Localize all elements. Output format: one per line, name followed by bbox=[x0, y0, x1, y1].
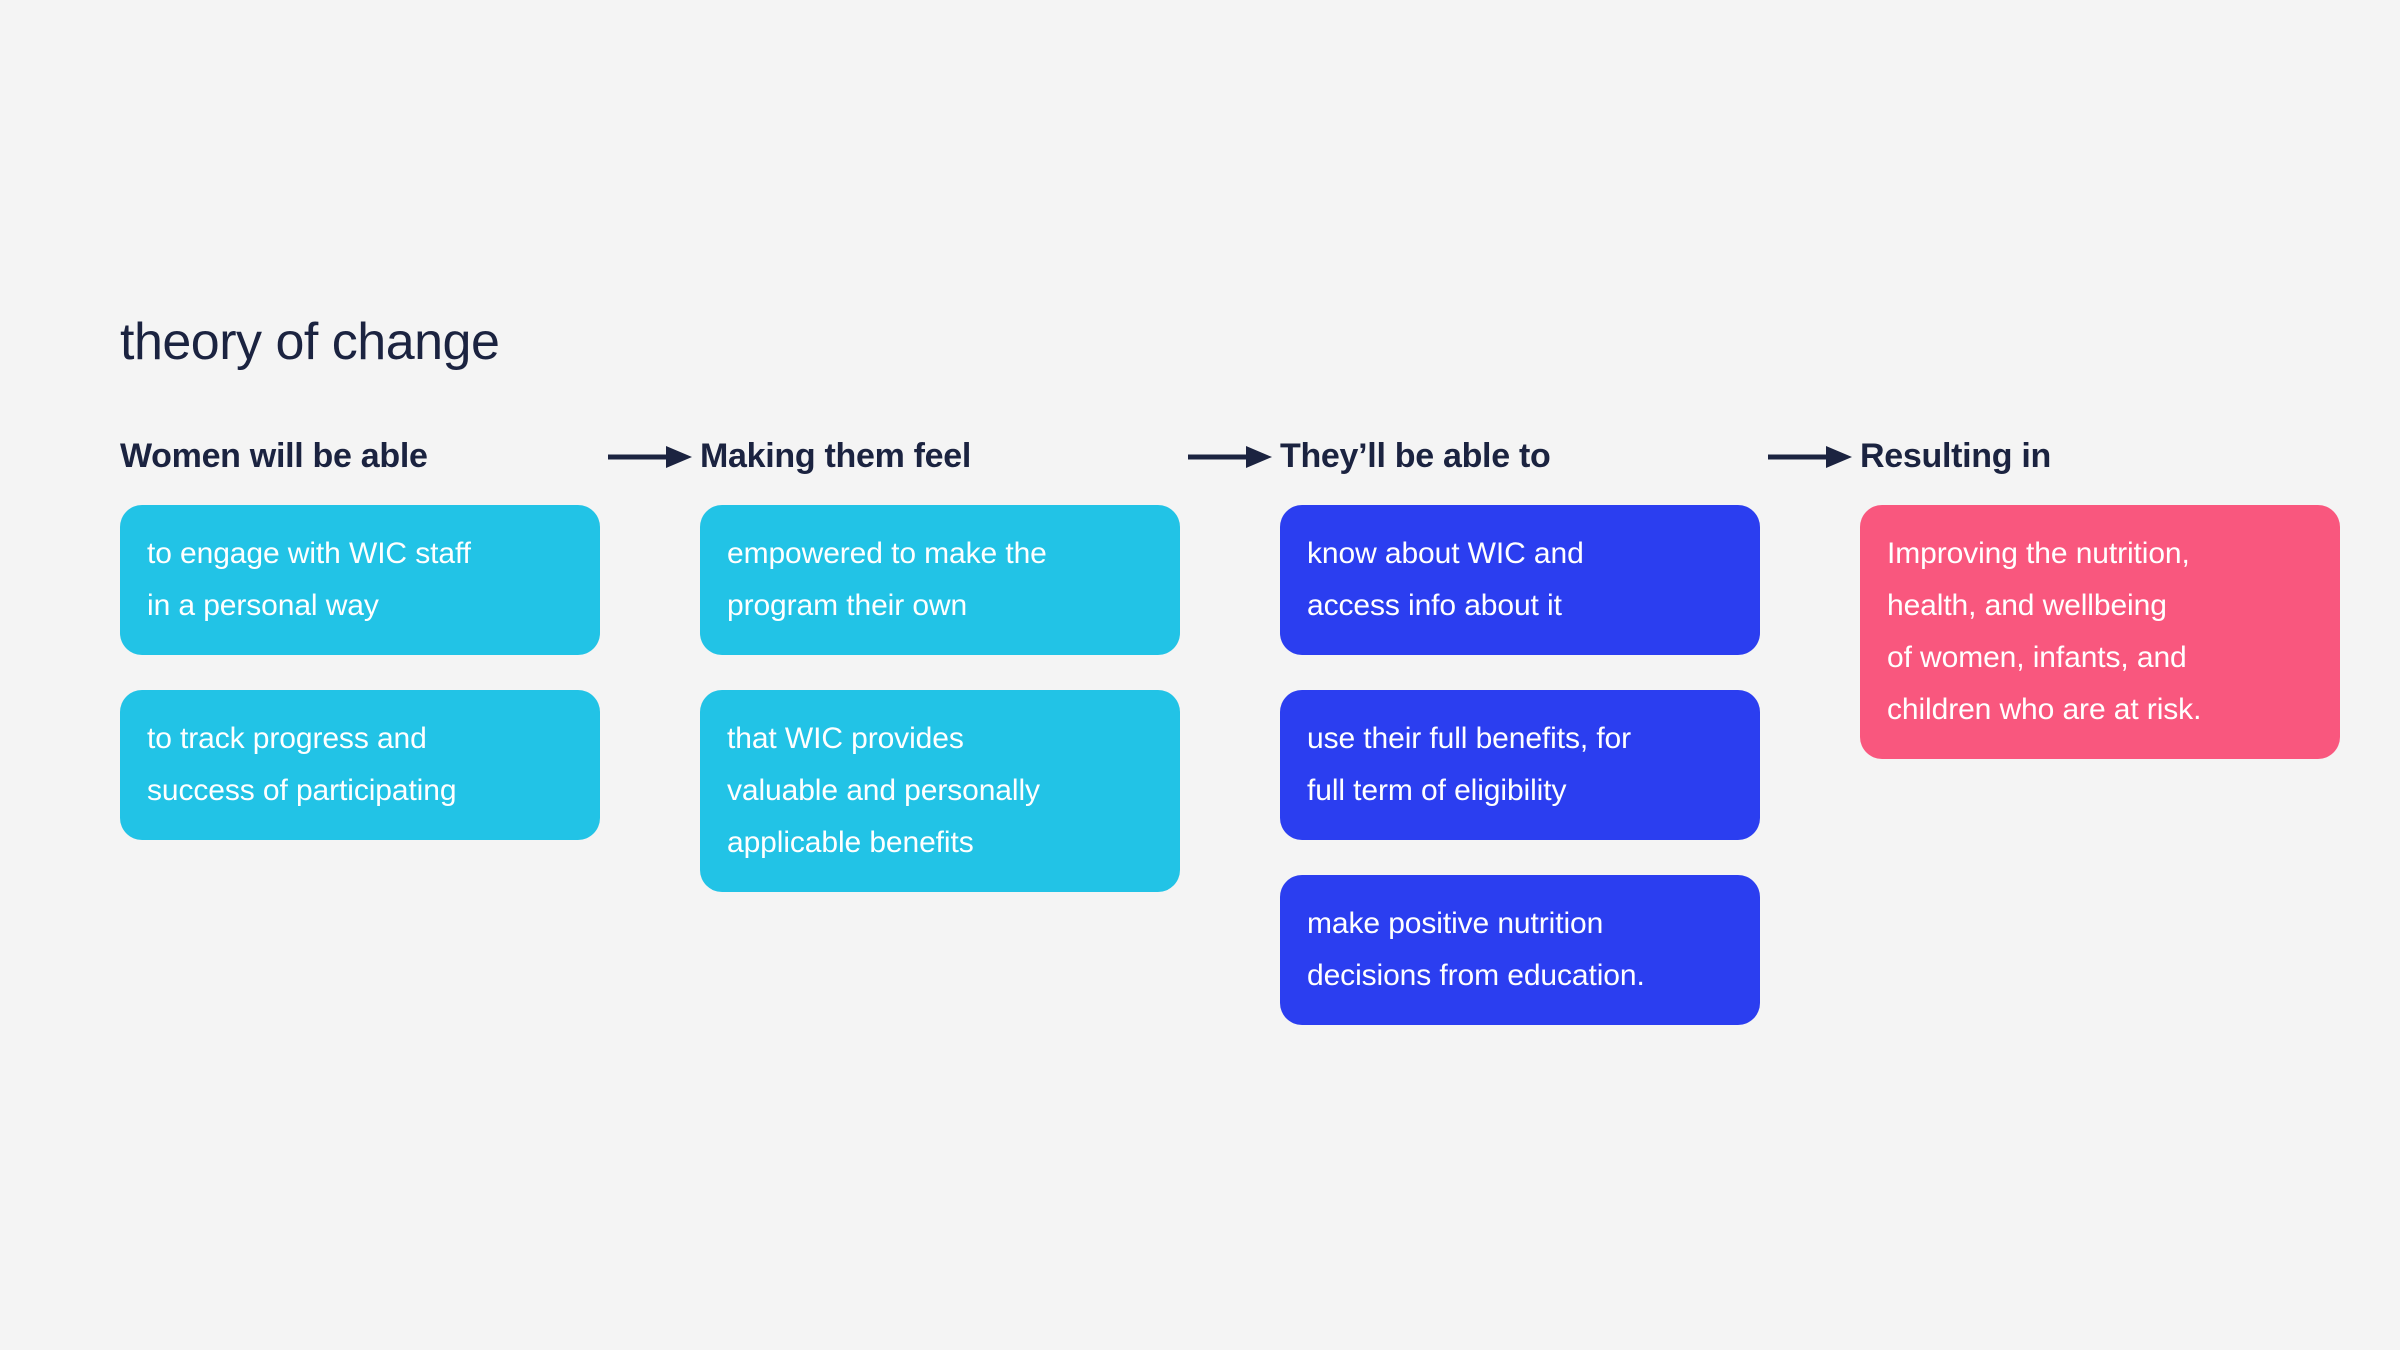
column-header: Making them feel bbox=[700, 437, 972, 475]
card[interactable]: to engage with WIC staff in a personal wa… bbox=[120, 505, 600, 655]
column-header: Women will be able bbox=[120, 437, 428, 475]
card-line: access info about it bbox=[1307, 589, 1562, 622]
card-line: decisions from education. bbox=[1307, 959, 1645, 992]
card-line: in a personal way bbox=[147, 589, 379, 622]
column-header: They’ll be able to bbox=[1280, 437, 1551, 475]
card-line: full term of eligibility bbox=[1307, 774, 1567, 807]
card-line: Improving the nutrition, bbox=[1887, 537, 2190, 570]
card-stack: know about WIC and access info about it us… bbox=[1280, 505, 1760, 1025]
card-line: to track progress and bbox=[147, 722, 427, 755]
card-line: valuable and personally bbox=[727, 774, 1040, 807]
card-line: that WIC provides bbox=[727, 722, 964, 755]
card-line: program their own bbox=[727, 589, 968, 622]
card-line: make positive nutrition bbox=[1307, 907, 1604, 940]
card-stack: Improving the nutrition, health, and well… bbox=[1860, 505, 2340, 759]
card[interactable]: empowered to make the program their own bbox=[700, 505, 1180, 655]
column-4: Resulting in Improving the nutrition, heal… bbox=[1860, 430, 2340, 794]
arrow-right-icon bbox=[600, 444, 700, 470]
column-1: Women will be able to engage with WIC sta… bbox=[120, 430, 600, 875]
page-title: theory of change bbox=[120, 313, 500, 371]
card-stack: to engage with WIC staff in a personal wa… bbox=[120, 505, 600, 840]
card[interactable]: to track progress and success of particip… bbox=[120, 690, 600, 840]
card[interactable]: know about WIC and access info about it bbox=[1280, 505, 1760, 655]
column-2: Making them feel empowered to make the pro… bbox=[700, 430, 1180, 927]
card-line: empowered to make the bbox=[727, 537, 1047, 570]
arrow-right-icon bbox=[1760, 444, 1860, 470]
card[interactable]: use their full benefits, for full term of… bbox=[1280, 690, 1760, 840]
card-line: success of participating bbox=[147, 774, 457, 807]
card[interactable]: make positive nutrition decisions from ed… bbox=[1280, 875, 1760, 1025]
card-line: to engage with WIC staff bbox=[147, 537, 471, 570]
column-3: They’ll be able to know about WIC and acce… bbox=[1280, 430, 1760, 1060]
card-line: of women, infants, and bbox=[1887, 641, 2187, 674]
card-line: applicable benefits bbox=[727, 826, 974, 859]
card-line: health, and wellbeing bbox=[1887, 589, 2167, 622]
card-line: know about WIC and bbox=[1307, 537, 1584, 570]
card-line: children who are at risk. bbox=[1887, 693, 2202, 726]
card[interactable]: Improving the nutrition, health, and well… bbox=[1860, 505, 2340, 759]
card-line: use their full benefits, for bbox=[1307, 722, 1632, 755]
card[interactable]: that WIC provides valuable and personally… bbox=[700, 690, 1180, 892]
arrow-right-icon bbox=[1180, 444, 1280, 470]
column-header: Resulting in bbox=[1860, 437, 2051, 475]
card-stack: empowered to make the program their own th… bbox=[700, 505, 1180, 892]
